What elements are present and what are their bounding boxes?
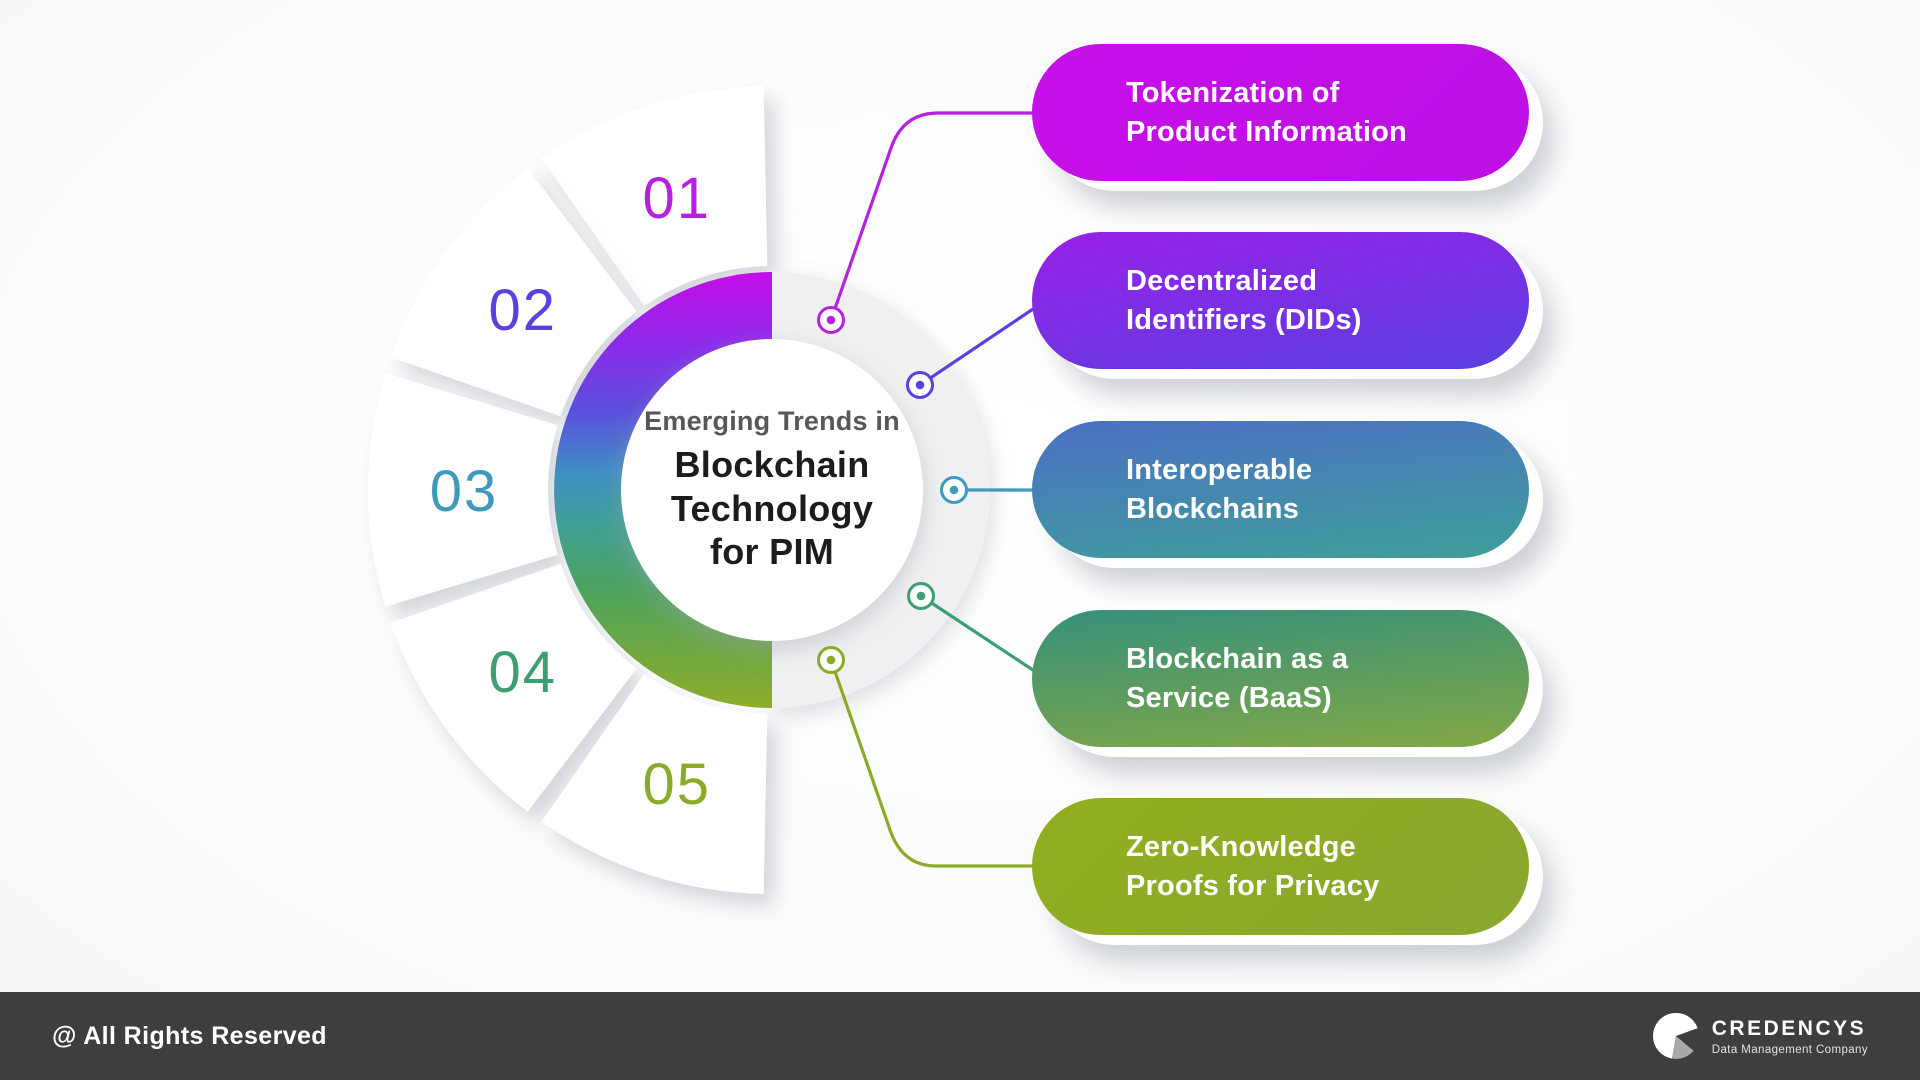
brand-text: CREDENCYS Data Management Company <box>1712 1017 1868 1056</box>
center-circle <box>621 339 923 641</box>
connector-line-4 <box>919 594 1047 680</box>
connector-track-ring <box>772 272 990 708</box>
connector-dot-1 <box>817 306 845 334</box>
wedge-numbers: 01 02 03 04 05 <box>430 166 712 817</box>
card-face: Blockchain as a Service (BaaS) <box>1032 610 1529 747</box>
wedge-number-1: 01 <box>643 166 712 231</box>
connector-dot-2 <box>906 371 934 399</box>
center-text-block: Emerging Trends in Blockchain Technology… <box>622 352 922 628</box>
card-label: Zero-Knowledge Proofs for Privacy <box>1126 831 1380 902</box>
connector-line-2 <box>918 299 1047 387</box>
dot-core <box>915 380 925 390</box>
diagram-title: Blockchain Technology for PIM <box>670 443 874 573</box>
card-blockchain-as-a-service: Blockchain as a Service (BaaS) <box>1032 610 1543 757</box>
brand-name: CREDENCYS <box>1711 1016 1867 1040</box>
wedge-number-3: 03 <box>430 459 499 524</box>
wedge-segment-5 <box>541 673 768 894</box>
connector-lines <box>829 111 1047 868</box>
credencys-logo-mark <box>1652 1012 1698 1059</box>
wedge-segment-4 <box>390 563 637 812</box>
connector-dot-4 <box>907 582 935 610</box>
connector-dot-3 <box>940 476 968 504</box>
brand-tagline: Data Management Company <box>1711 1043 1868 1056</box>
card-face: Tokenization of Product Information <box>1032 44 1529 181</box>
card-label: Blockchain as a Service (BaaS) <box>1126 643 1349 714</box>
connector-line-1 <box>829 111 1047 322</box>
dot-core <box>949 485 959 495</box>
copyright-text: @ All Rights Reserved <box>52 1021 327 1050</box>
footer-bar: @ All Rights Reserved CREDENCYS Data Man… <box>0 992 1920 1080</box>
center-kicker: Emerging Trends in <box>644 405 900 436</box>
card-label: Tokenization of Product Information <box>1126 77 1407 148</box>
wedge-number-4: 04 <box>489 640 558 705</box>
logo-pie-white <box>1652 1012 1698 1059</box>
credencys-logo: CREDENCYS Data Management Company <box>1652 1010 1868 1062</box>
card-interoperable-blockchains: Interoperable Blockchains <box>1032 421 1543 568</box>
dot-core <box>826 655 836 665</box>
card-tokenization: Tokenization of Product Information <box>1032 44 1543 191</box>
card-label: Decentralized Identifiers (DIDs) <box>1126 265 1362 336</box>
card-label: Interoperable Blockchains <box>1126 454 1313 525</box>
logo-pie-gray <box>1671 1036 1694 1059</box>
card-face: Zero-Knowledge Proofs for Privacy <box>1032 798 1529 935</box>
card-zero-knowledge-proofs: Zero-Knowledge Proofs for Privacy <box>1032 798 1543 945</box>
card-decentralized-identifiers: Decentralized Identifiers (DIDs) <box>1032 232 1543 379</box>
gradient-ring <box>554 272 772 708</box>
fan-wedges <box>367 86 768 894</box>
connector-dot-5 <box>817 646 845 674</box>
wedge-number-2: 02 <box>489 278 558 343</box>
wedge-segment-2 <box>390 168 637 417</box>
wedge-segment-1 <box>541 86 768 307</box>
wedge-segment-3 <box>367 373 558 607</box>
wedge-number-5: 05 <box>643 752 712 817</box>
dot-core <box>916 591 926 601</box>
card-face: Decentralized Identifiers (DIDs) <box>1032 232 1529 369</box>
dot-core <box>826 315 836 325</box>
connector-line-5 <box>829 658 1047 868</box>
card-face: Interoperable Blockchains <box>1032 421 1529 558</box>
